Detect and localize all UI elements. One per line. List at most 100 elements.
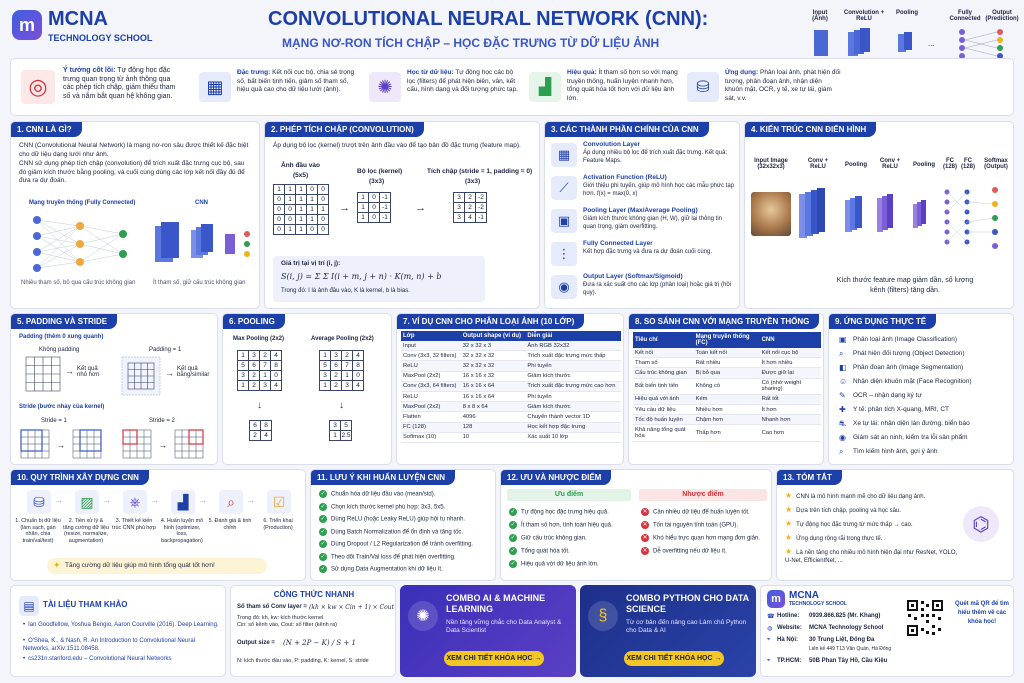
qr-code-icon[interactable] [905, 598, 945, 638]
table-cell: Khả năng tổng quát hóa [633, 424, 694, 442]
contact-logo: m [767, 590, 785, 608]
max-pool-input-cell: 1 [259, 370, 271, 381]
table-cell: FC (128) [401, 422, 461, 433]
fc-label: Mạng truyền thống (Fully Connected) [29, 200, 136, 206]
list-item: ✓Chuẩn hóa dữ liệu đầu vào (mean/std). [319, 490, 435, 498]
max-pool-input-cell: 4 [270, 380, 282, 391]
cnn-definition: CNN (Convolutional Neural Network) là mạ… [19, 142, 249, 158]
input-matrix-cell: 1 [306, 214, 318, 225]
fc-note: Nhiều tham số, bỏ qua cấu trúc không gia… [21, 280, 136, 286]
table-cell: Toàn kết nối [693, 348, 760, 359]
avg-pool-input-cell: 2 [330, 370, 342, 381]
fc-network-diagram [33, 216, 127, 272]
cat-image [751, 192, 791, 236]
input-matrix-cell: 0 [284, 214, 296, 225]
bulb-icon: ✦ [53, 560, 61, 570]
pro-item-text: Tổng quát hóa tốt. [521, 548, 570, 555]
section-title: 5. PADDING VÀ STRIDE [11, 314, 118, 329]
output-matrix-cell: 3 [453, 202, 465, 213]
promo1-button[interactable]: XEM CHI TIẾT KHÓA HỌC → [444, 651, 544, 666]
cons-head: Nhược điểm [639, 489, 767, 501]
input-label: Ảnh đầu vào [281, 162, 321, 169]
list-item-text: Chuẩn hóa dữ liệu đầu vào (mean/std). [331, 491, 436, 498]
website-value[interactable]: MCNA Technology School [809, 625, 884, 631]
example-table-header-cell: Output shape (ví dụ) [460, 331, 526, 341]
check-icon: ✓ [509, 560, 517, 568]
cnn-note: Ít tham số, giữ cấu trúc không gian [153, 280, 246, 286]
pro-item: ✓Tự động học đặc trưng hiệu quả. [509, 508, 609, 516]
con-item-text: Cần nhiều dữ liệu để huấn luyện tốt. [653, 509, 750, 516]
max-pool-output-cell: 2 [249, 430, 261, 441]
section-title: 8. SO SÁNH CNN VỚI MẠNG TRUYỀN THỐNG [629, 314, 820, 329]
input-matrix-cell: 1 [306, 204, 318, 215]
promo1-text: Nền tảng vững chắc cho Data Analyst & Da… [446, 619, 562, 634]
max-pool-input-cell: 0 [270, 370, 282, 381]
table-cell: Phi tuyến [525, 391, 621, 403]
kernel-matrix-cell: 1 [357, 212, 369, 223]
con-item-text: Dễ overfitting nếu dữ liệu ít. [653, 548, 727, 555]
workflow-step-icon: ⎈ [123, 490, 147, 514]
reference-item: •O'Shea, K., & Nash, R. An Introduction … [23, 638, 221, 653]
table-cell: Conv (3x3, 32 filters) [401, 350, 461, 362]
idea-efficiency: Hiệu quả: Ít tham số hơn so với mạng tru… [567, 69, 678, 102]
summary-item-text: Ứng dụng rộng rãi trong thực tế. [796, 536, 883, 542]
workflow-step-icon: ▟ [171, 490, 195, 514]
avg-pool-input-cell: 3 [319, 370, 331, 381]
check-icon: ✓ [319, 515, 327, 523]
table-cell: Nhanh hơn [759, 414, 821, 426]
x-icon: ✕ [641, 547, 649, 555]
params-note-2: Cin: số kênh vào, Cout: số filter (kênh … [237, 622, 337, 628]
max-pool-input-cell: 1 [237, 380, 249, 391]
max-pool-input-cell: 2 [259, 350, 271, 361]
avg-pool-output-cell: 3 [329, 420, 341, 431]
table-cell: ReLU [401, 360, 461, 372]
table-cell: Tốc độ huấn luyện [633, 414, 694, 426]
avg-pool-input-cell: 4 [352, 380, 364, 391]
section-title: 13. TÓM TẮT [777, 470, 842, 485]
hotline-value[interactable]: 0939.866.825 (Mr. Khang) [809, 613, 881, 619]
input-matrix-cell: 1 [295, 214, 307, 225]
avg-pool-input-cell: 3 [330, 350, 342, 361]
x-icon: ✕ [641, 521, 649, 529]
application-icon: ☺ [839, 377, 848, 386]
arrow-down-icon: ↓ [339, 400, 344, 411]
workflow-step: 2. Tiền xử lý & tăng cường dữ liệu (resi… [63, 518, 109, 544]
kernel-matrix-cell: 1 [357, 192, 369, 203]
summary-item-text: Tự động học đặc trưng từ mức thấp → cao. [796, 522, 913, 528]
promo-ai-ml[interactable]: ✺ COMBO AI & MACHINE LEARNING Nền tảng v… [400, 585, 576, 677]
table-cell: Xác suất 10 lớp [525, 432, 621, 443]
list-item: ✓Chọn kích thước kernel phù hợp: 3x3, 5x… [319, 502, 445, 511]
con-item-text: Tốn tài nguyên tính toán (GPU). [653, 522, 739, 529]
table-cell: Chuyển thành vector 1D [525, 411, 621, 423]
workflow-step-icon: ▨ [75, 490, 99, 514]
globe-icon: ◍ [767, 626, 773, 632]
avg-pool-label: Average Pooling (2x2) [311, 336, 374, 342]
promo2-button[interactable]: XEM CHI TIẾT KHÓA HỌC → [624, 651, 724, 666]
max-pool-input-cell: 3 [259, 380, 271, 391]
input-matrix-cell: 0 [317, 224, 329, 235]
contact-box: m MCNA TECHNOLOGY SCHOOL ☎ Hotline: 0939… [760, 585, 1014, 677]
list-item-text: Theo dõi Train/Val loss để phát hiện ove… [331, 554, 456, 561]
section-convolution: 2. PHÉP TÍCH CHẬP (CONVOLUTION) Áp dụng … [264, 121, 540, 309]
promo-python[interactable]: § COMBO PYTHON CHO DATA SCIENCE Từ cơ bả… [580, 585, 756, 677]
table-cell: Bị bỏ qua [693, 367, 760, 379]
arch-note: Kích thước feature map giảm dần, số lượn… [836, 277, 974, 294]
section-comparison: 8. SO SÁNH CNN VỚI MẠNG TRUYỀN THỐNG Tiê… [628, 313, 824, 465]
brain-icon: ✺ [369, 72, 401, 102]
table-cell: ReLU [401, 391, 461, 403]
comparison-table-header-cell: Mạng truyền thống (FC) [693, 332, 760, 348]
